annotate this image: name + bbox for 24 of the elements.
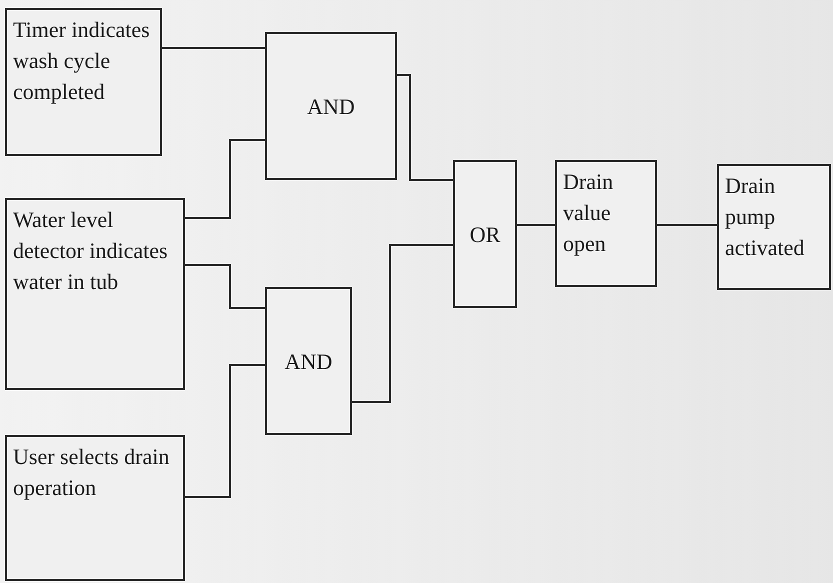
connector-line (185, 139, 265, 219)
gate-box (265, 32, 397, 180)
box-label: Water level detector indicates water in tub (13, 206, 169, 296)
process-box (555, 160, 657, 287)
process-box (717, 164, 831, 290)
box-label: Drain value open (563, 168, 614, 258)
gate-box (453, 160, 517, 308)
process-box (5, 198, 185, 390)
connector-line (517, 224, 555, 226)
box-label: AND (307, 92, 355, 120)
process-box (5, 435, 185, 581)
connector-line (657, 224, 717, 226)
process-box (5, 8, 162, 156)
connector-line (162, 47, 265, 49)
connector-line (397, 74, 453, 181)
gate-box (265, 287, 352, 435)
connector-line (185, 364, 265, 498)
connector-line (185, 264, 265, 309)
box-label: OR (470, 220, 500, 248)
box-label: User selects drain operation (13, 443, 170, 502)
box-label: Timer indicates wash cycle completed (13, 16, 151, 106)
box-label: AND (284, 348, 332, 376)
box-label: Drain pump activated (725, 172, 806, 262)
connector-line (352, 244, 453, 403)
